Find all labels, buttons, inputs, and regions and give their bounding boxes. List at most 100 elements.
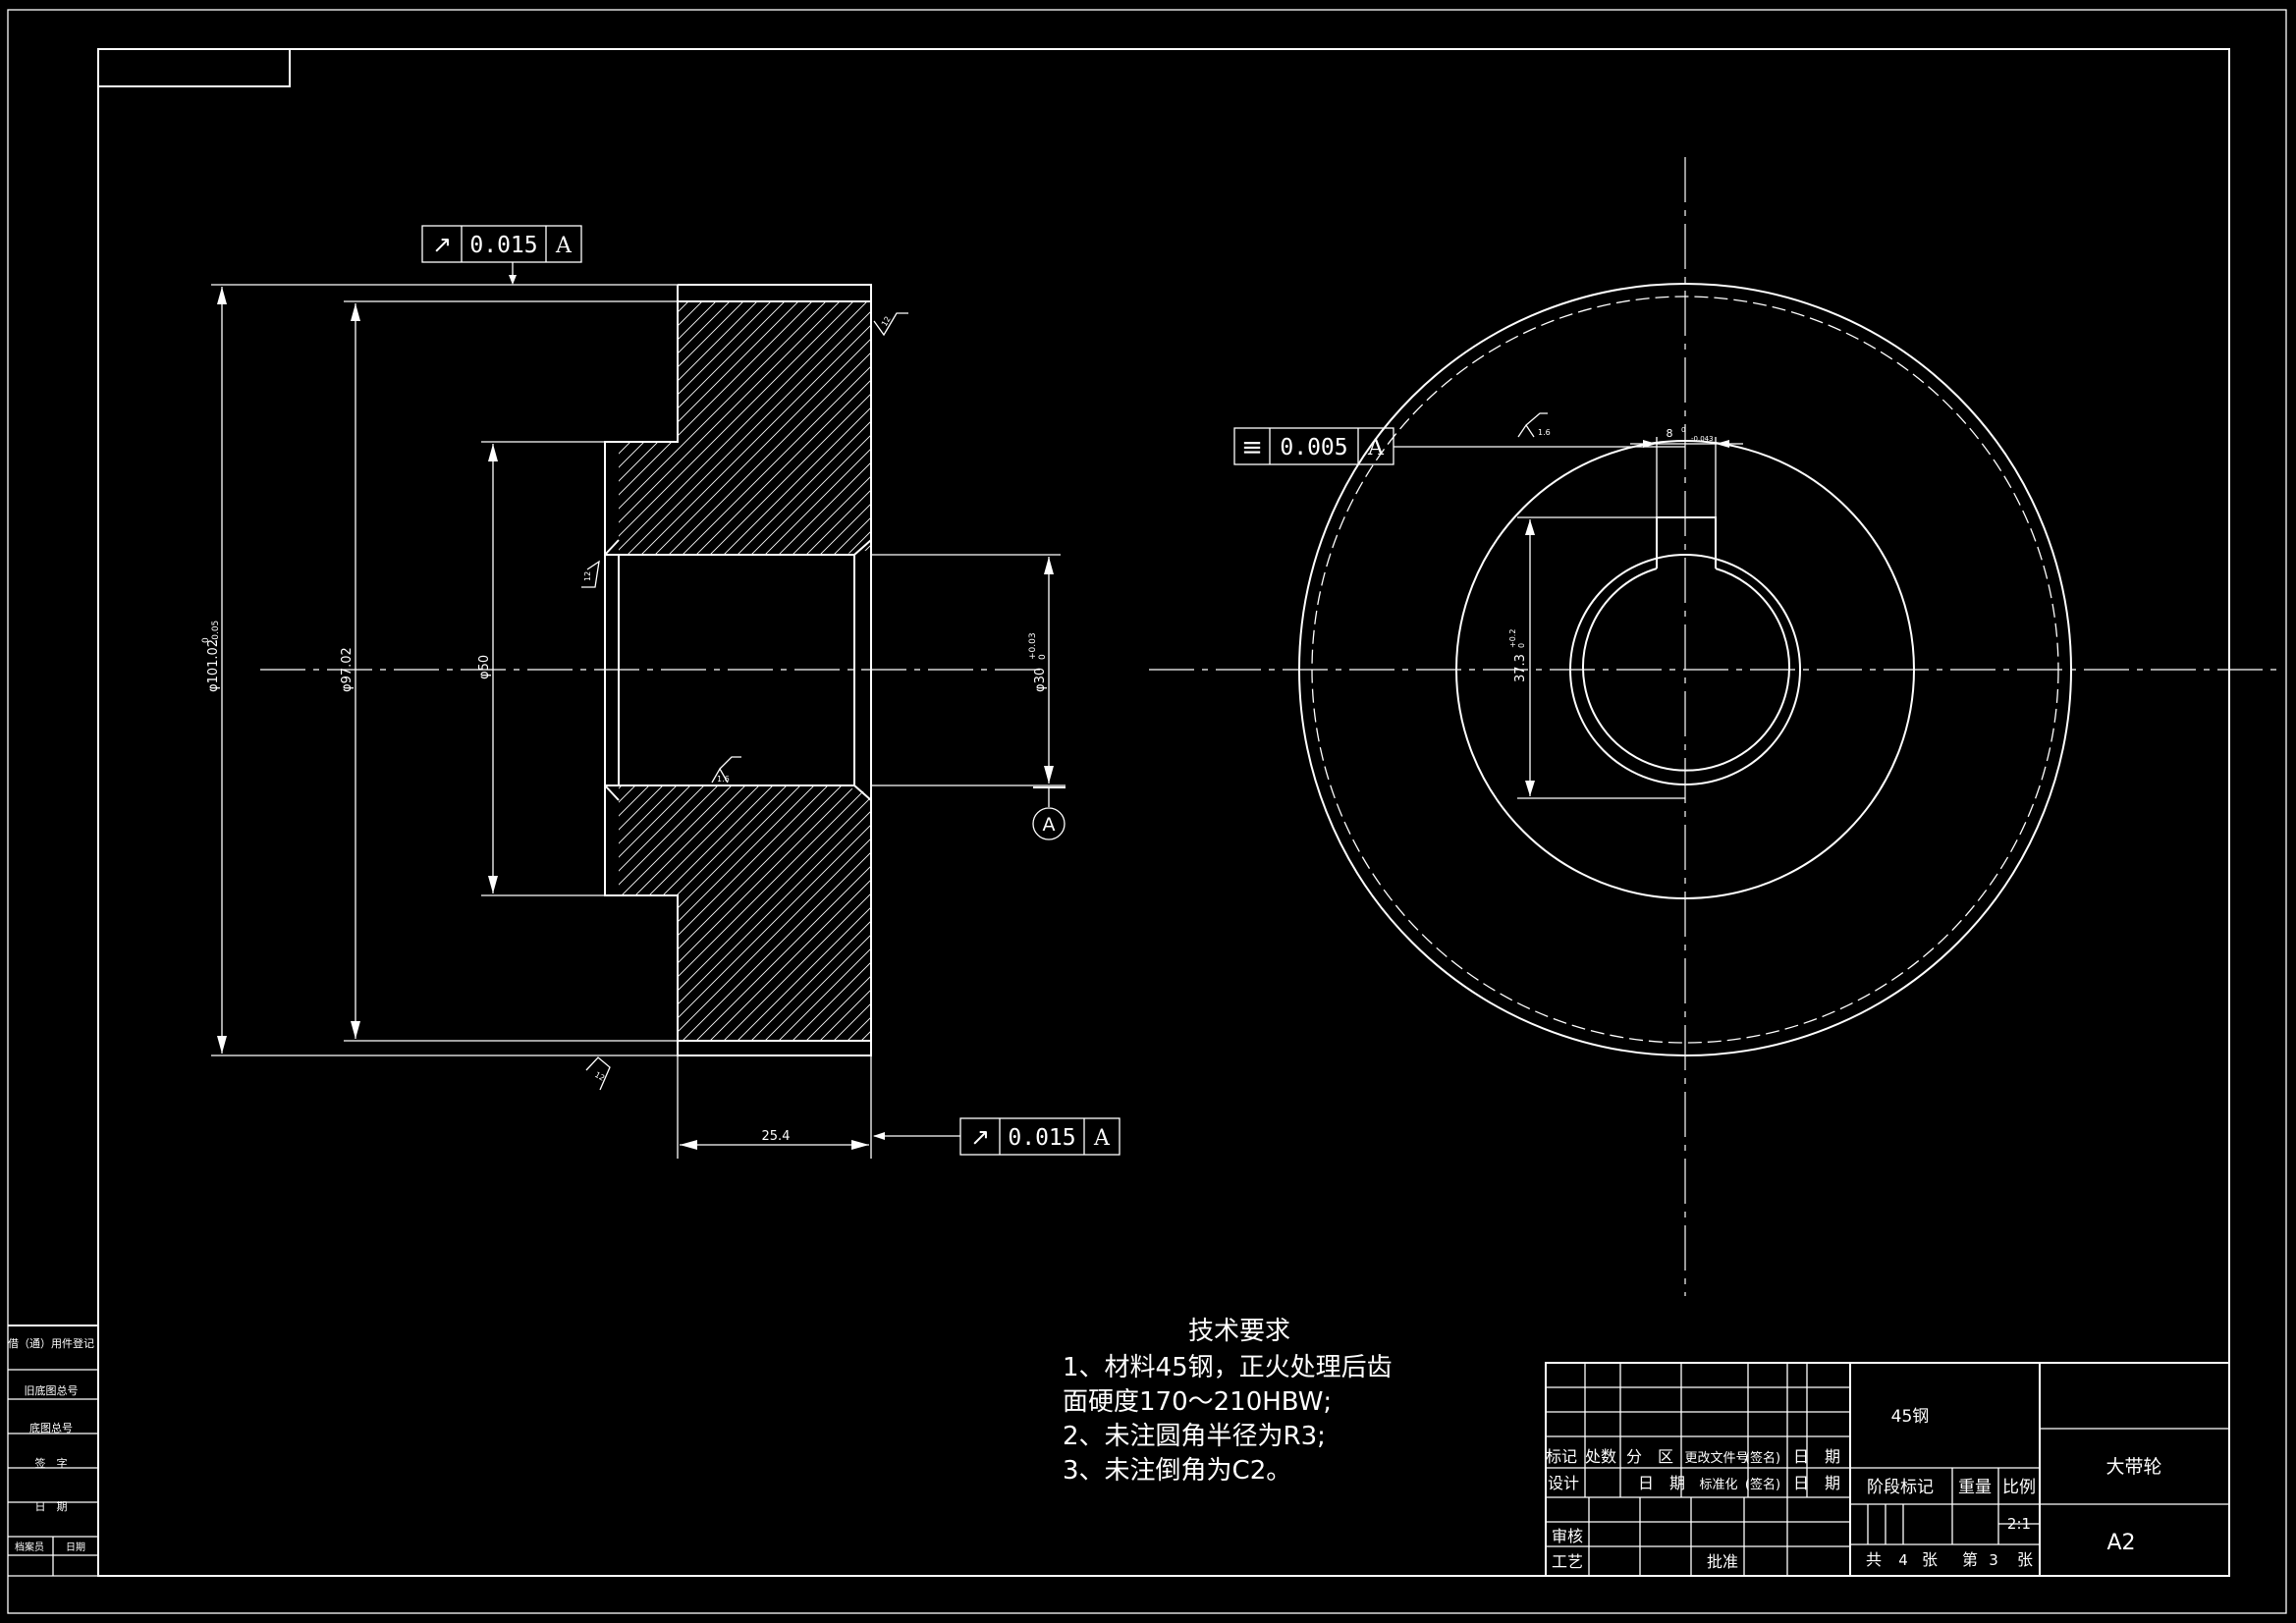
dim-key-width-tol-lower: -0.043 xyxy=(1691,435,1714,443)
hatch-line xyxy=(622,301,871,555)
hatch-line xyxy=(732,785,871,1041)
hatch-line xyxy=(690,785,871,1041)
hatch-line xyxy=(649,301,871,555)
tb-label: 标记 xyxy=(1546,1447,1577,1466)
tb-sheet-this-label: 第 xyxy=(1962,1550,1978,1569)
hatch-line xyxy=(619,785,738,1041)
hatch-line xyxy=(619,785,628,1041)
hatch-line xyxy=(842,301,871,555)
tb-label: 日 期 xyxy=(1793,1447,1840,1466)
hatch-line xyxy=(704,785,871,1041)
tb-label: 标准化 xyxy=(1699,1478,1737,1492)
runout-tolerance-frame-top: ↗ 0.015 A xyxy=(421,225,582,285)
roughness-symbol: 1.6 xyxy=(711,756,741,784)
tolerance-value: 0.015 xyxy=(1008,1125,1075,1151)
tb-stage: 阶段标记 xyxy=(1867,1478,1934,1497)
hatch-line xyxy=(732,301,871,555)
hatch-line xyxy=(635,301,871,555)
tb-sheets-total-label: 共 xyxy=(1866,1550,1882,1569)
tb-label: 工艺 xyxy=(1552,1552,1583,1571)
hatch-line xyxy=(787,301,871,555)
tech-line-3: 2、未注圆角半径为R3; xyxy=(1063,1422,1326,1451)
tb-label: (签名) xyxy=(1745,1450,1780,1466)
hatch-line xyxy=(619,785,765,1041)
hatch-lower xyxy=(348,781,871,1046)
roughness-symbol: 12 xyxy=(873,312,908,337)
tb-label: 审核 xyxy=(1552,1527,1583,1545)
strip-label: 旧底图总号 xyxy=(25,1383,79,1397)
runout-tolerance-frame-bottom: ↗ 0.015 A xyxy=(873,1117,1121,1156)
hatch-line xyxy=(619,785,751,1041)
hatch-line xyxy=(619,785,820,1041)
hatch-line xyxy=(759,301,871,555)
sheet-border xyxy=(7,9,2287,1614)
tb-drawing-no: A2 xyxy=(2106,1531,2135,1555)
roughness-symbol: 12 xyxy=(585,1056,611,1091)
dim-width: 25.4 xyxy=(762,1129,791,1144)
tb-label: 日 期 xyxy=(1638,1474,1685,1492)
hatch-line xyxy=(619,301,696,555)
hatch-line xyxy=(690,301,871,555)
dim-pitch-diameter: φ97.02 xyxy=(340,647,355,692)
hatch-line xyxy=(619,785,871,1041)
dim-key-depth-tol-upper: +0.2 xyxy=(1508,629,1517,648)
symmetry-tolerance-frame: ≡ 0.005 A xyxy=(1233,427,1685,465)
roughness-symbol: 1.6 xyxy=(1517,412,1551,438)
title-block: 45钢 大带轮 A2 阶段标记 重量 比例 2:1 共 4 张 第 3 张 标记… xyxy=(1545,1362,2230,1577)
tech-requirements: 技术要求 1、材料45钢，正火处理后齿 面硬度170～210HBW; 2、未注圆… xyxy=(1063,1317,1393,1486)
hatch-line xyxy=(619,301,641,555)
hatch-line xyxy=(619,301,847,555)
hatch-line xyxy=(619,301,738,555)
hatch-line xyxy=(649,785,871,1041)
tech-line-1: 1、材料45钢，正火处理后齿 xyxy=(1063,1353,1393,1382)
tb-ratio: 比例 xyxy=(2002,1478,2036,1497)
tb-sheet-this: 3 xyxy=(1989,1551,1998,1569)
hatch-line xyxy=(745,301,871,555)
hatch-line xyxy=(718,785,871,1041)
hatch-line xyxy=(869,301,871,555)
roughness-value: 12 xyxy=(583,571,592,581)
hatch-line xyxy=(619,785,806,1041)
hatch-line xyxy=(619,785,710,1041)
hatch-line xyxy=(800,301,871,555)
tech-title: 技术要求 xyxy=(1188,1317,1290,1346)
tb-sheets-total: 4 xyxy=(1898,1551,1908,1569)
front-view: 8 0 -0.043 37.3 +0.2 0 ≡ 0.005 A 1.6 xyxy=(1149,157,2278,1296)
tb-scale: 2:1 xyxy=(2007,1515,2031,1533)
hatch-line xyxy=(619,301,779,555)
hatch-line xyxy=(619,785,861,1041)
roughness-value: 1.6 xyxy=(717,775,730,784)
hatch-line xyxy=(855,301,871,555)
hatch-line xyxy=(619,785,834,1041)
dim-key-width: 8 xyxy=(1667,427,1673,440)
roughness-symbol: 12 xyxy=(581,560,600,588)
hatch-line xyxy=(619,785,793,1041)
hatch-line xyxy=(334,295,599,560)
hatch-line xyxy=(842,785,871,1041)
tb-label: 分 区 xyxy=(1626,1447,1673,1466)
hatch-line xyxy=(619,785,696,1041)
hatch-line xyxy=(663,785,871,1041)
tb-label: 设计 xyxy=(1548,1474,1579,1492)
hatch-line xyxy=(619,785,669,1041)
dim-outer-tol-lower: -0.05 xyxy=(211,621,221,643)
tech-line-4: 3、未注倒角为C2。 xyxy=(1063,1456,1291,1486)
hatch-line xyxy=(855,785,871,1041)
hatch-line xyxy=(814,785,871,1041)
hatch-line xyxy=(773,785,871,1041)
roughness-value: 1.6 xyxy=(1538,428,1551,437)
tb-label: 处数 xyxy=(1585,1447,1616,1466)
hatch-line xyxy=(814,301,871,555)
hatch-line xyxy=(619,785,655,1041)
tb-label: 日 期 xyxy=(1793,1474,1840,1492)
hatch-line xyxy=(619,301,820,555)
dim-key-depth: 37.3 xyxy=(1513,654,1528,682)
hatch-line xyxy=(869,785,871,1041)
hatch-line xyxy=(619,301,765,555)
hatch-line xyxy=(348,781,613,1046)
hatch-line xyxy=(348,295,613,560)
hatch-line xyxy=(619,785,683,1041)
hatch-line xyxy=(663,301,871,555)
hatch-upper xyxy=(334,295,871,560)
